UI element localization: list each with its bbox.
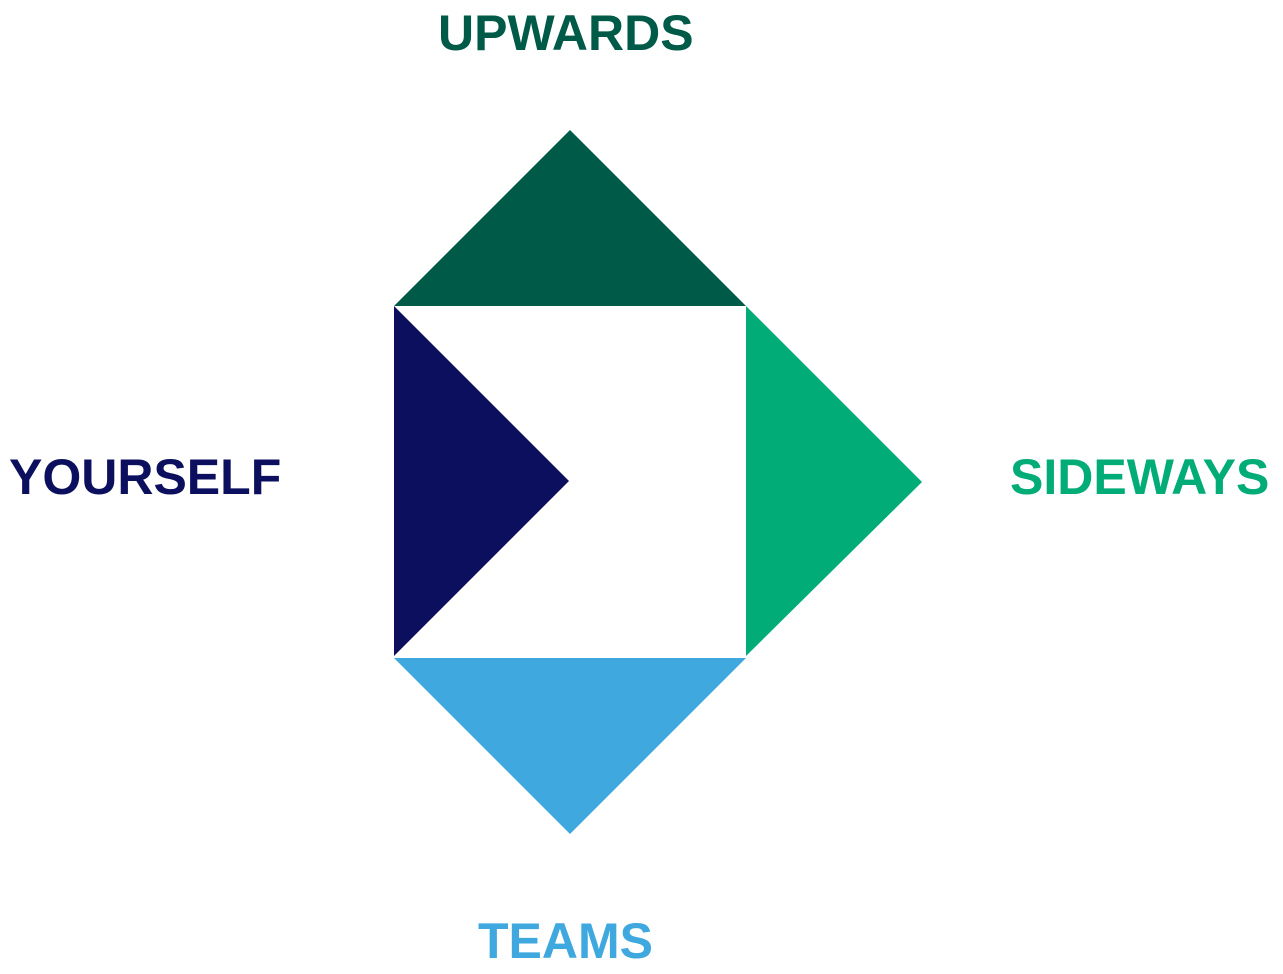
yourself-triangle xyxy=(394,306,569,656)
upwards-label: UPWARDS xyxy=(438,5,694,61)
yourself-label: YOURSELF xyxy=(9,449,282,505)
upwards-triangle xyxy=(394,130,746,306)
teams-label: TEAMS xyxy=(478,913,653,969)
sideways-label: SIDEWAYS xyxy=(1010,449,1270,505)
teams-triangle xyxy=(394,658,746,834)
sideways-triangle xyxy=(746,306,922,656)
